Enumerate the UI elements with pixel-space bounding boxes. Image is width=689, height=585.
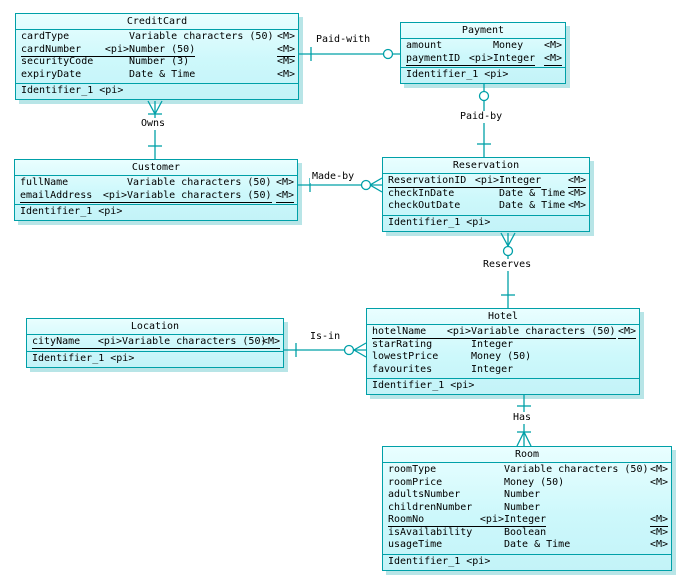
attribute-row-hotelName: hotelName<pi>Variable characters (50)<M> xyxy=(372,326,636,339)
relationship-label-has[interactable]: Has xyxy=(511,412,534,424)
entity-identifier: Identifier_1 <pi> xyxy=(15,204,297,220)
entity-identifier: Identifier_1 <pi> xyxy=(401,67,565,83)
entity-identifier: Identifier_1 <pi> xyxy=(383,553,671,570)
entity-title: Hotel xyxy=(367,309,639,325)
entity-attributes: hotelName<pi>Variable characters (50)<M>… xyxy=(367,325,639,378)
entity-title: Customer xyxy=(15,160,297,176)
relationship-label-reserves[interactable]: Reserves xyxy=(481,259,534,271)
entity-title: Payment xyxy=(401,23,565,39)
attribute-row-RoomNo: RoomNo<pi>Integer<M> xyxy=(388,514,668,527)
relationship-paid-with-line[interactable] xyxy=(297,47,400,61)
entity-identifier: Identifier_1 <pi> xyxy=(367,378,639,394)
relationship-label-made-by[interactable]: Made-by xyxy=(310,171,357,183)
entity-title: Reservation xyxy=(383,158,589,174)
attribute-row-cardNumber: cardNumber<pi>Number (50)<M> xyxy=(21,43,295,57)
relationship-label-paid-with[interactable]: Paid-with xyxy=(314,34,373,46)
entity-identifier: Identifier_1 <pi> xyxy=(27,350,283,367)
attribute-row-ReservationID: ReservationID<pi>Integer<M> xyxy=(388,175,586,188)
entity-location[interactable]: Location cityName<pi>Variable characters… xyxy=(26,318,284,368)
entity-hotel[interactable]: Hotel hotelName<pi>Variable characters (… xyxy=(366,308,640,395)
entity-attributes: cityName<pi>Variable characters (50)<M> xyxy=(27,335,283,351)
relationship-label-paid-by[interactable]: Paid-by xyxy=(458,111,505,123)
entity-identifier: Identifier_1 <pi> xyxy=(16,83,298,99)
entity-reservation[interactable]: Reservation ReservationID<pi>Integer<M>c… xyxy=(382,157,590,232)
attribute-row-paymentID: paymentID<pi>Integer<M> xyxy=(406,52,562,66)
entity-title: Room xyxy=(383,447,671,463)
attribute-row-cityName: cityName<pi>Variable characters (50)<M> xyxy=(32,336,280,349)
relationship-owns-line[interactable] xyxy=(147,100,163,159)
relationship-made-by-line[interactable] xyxy=(296,177,383,193)
entity-identifier: Identifier_1 <pi> xyxy=(383,214,589,231)
relationship-label-is-in[interactable]: Is-in xyxy=(308,331,343,343)
attribute-row-emailAddress: emailAddress<pi>Variable characters (50)… xyxy=(20,189,294,203)
relationship-is-in-line[interactable] xyxy=(282,342,367,358)
entity-title: CreditCard xyxy=(16,14,298,30)
relationship-label-owns[interactable]: Owns xyxy=(139,118,168,130)
entity-title: Location xyxy=(27,319,283,335)
